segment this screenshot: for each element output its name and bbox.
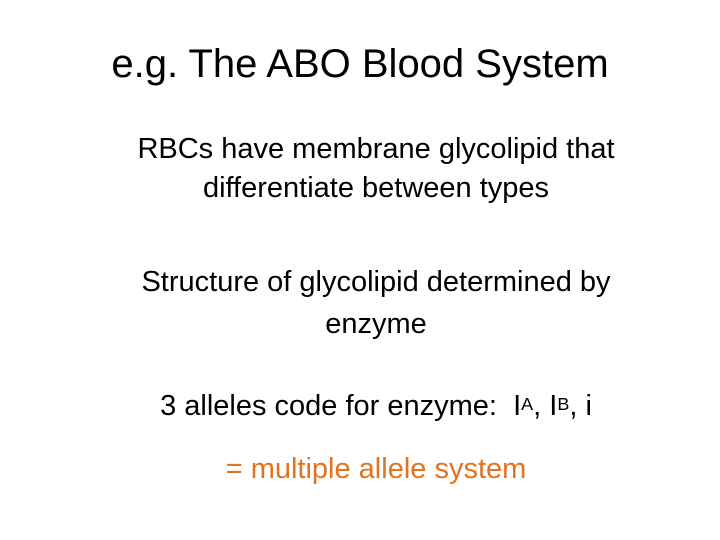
alleles-text-mid: , I xyxy=(533,390,558,422)
paragraph-multiple-allele-system: = multiple allele system xyxy=(225,453,527,485)
alleles-text-suffix: , i xyxy=(569,390,592,422)
alleles-text-prefix: 3 alleles code for enzyme: I xyxy=(160,390,522,422)
paragraph-three-alleles: 3 alleles code for enzyme: IA, IB, i xyxy=(32,387,720,429)
allele-superscript-a: A xyxy=(521,393,534,414)
allele-superscript-b: B xyxy=(557,393,570,414)
paragraph-rbc-glycolipid: RBCs have membrane glycolipid that diffe… xyxy=(137,133,615,204)
slide-title: e.g. The ABO Blood System xyxy=(111,42,609,86)
paragraph-glycolipid-structure: Structure of glycolipid determined by en… xyxy=(141,266,611,340)
